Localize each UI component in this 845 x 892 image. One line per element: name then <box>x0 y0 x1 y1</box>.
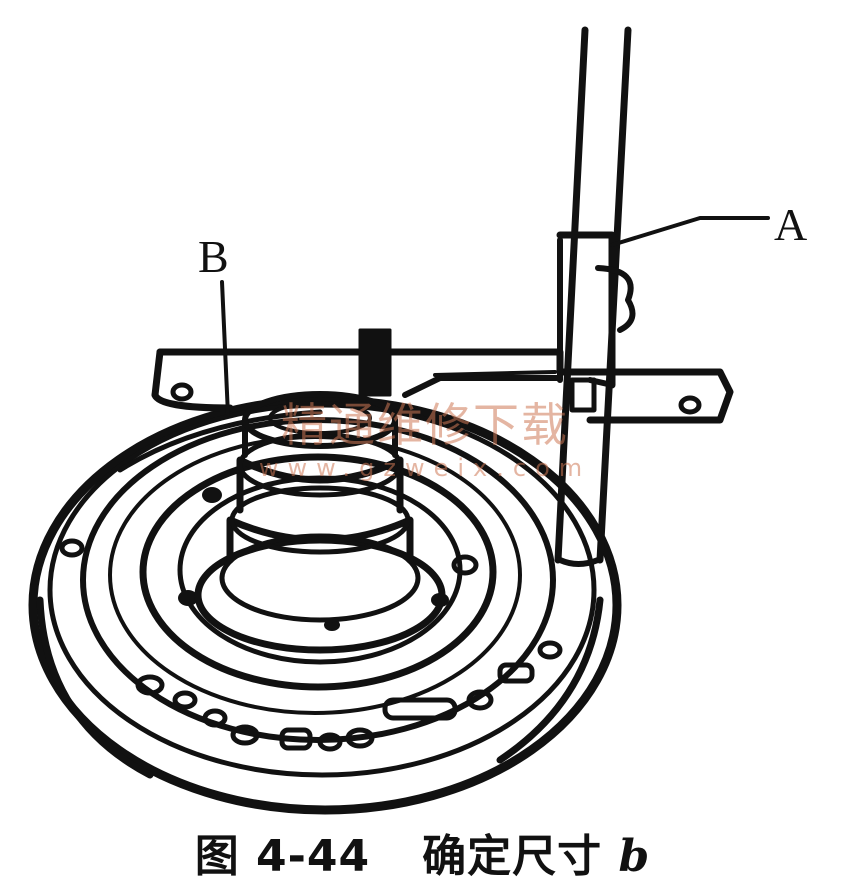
label-a: A <box>774 199 808 250</box>
caption-number: 图 4-44 <box>194 831 371 882</box>
leader-line-a <box>610 216 770 247</box>
depth-gauge <box>554 26 636 567</box>
label-b: B <box>198 231 229 282</box>
leader-line-b <box>220 280 230 417</box>
caption-variable: b <box>618 831 651 882</box>
flange-holes <box>59 538 563 752</box>
hub <box>194 391 446 654</box>
figure-caption: 图 4-44 确定尺寸 b <box>0 820 845 884</box>
caption-title: 确定尺寸 <box>422 831 603 882</box>
